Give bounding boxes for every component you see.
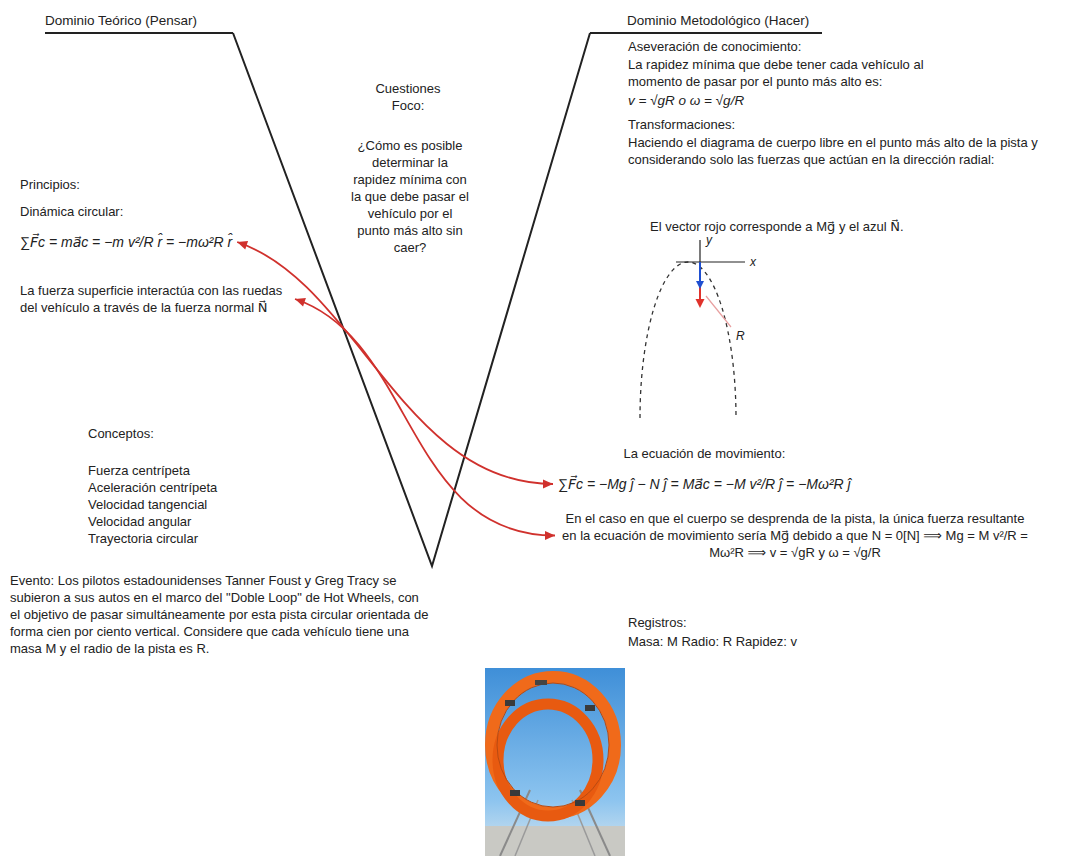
section-heading: Aseveración de conocimiento:: [628, 38, 801, 55]
curved-arrow: [295, 298, 555, 540]
concept-item: Fuerza centrípeta: [88, 462, 190, 479]
vector-note: El vector rojo corresponde a Mg⃗ y el az…: [650, 218, 904, 235]
principle-block: La fuerza superficie interactúa con las …: [20, 282, 290, 316]
arrowhead: [545, 531, 555, 540]
block-text: ∑F⃗c = −Mg ĵ − N ĵ = Ma⃗c = −M v²/R ĵ = …: [558, 474, 851, 494]
focus-question: ¿Cómo es posible determinar la rapidez m…: [350, 137, 470, 256]
method-block: La ecuación de movimiento: ∑F⃗c = −Mg ĵ −…: [558, 445, 851, 494]
curved-arrow: [237, 241, 553, 489]
claim-formula: v = √gR o ω = √g/R: [628, 92, 744, 109]
arrow-line: [295, 299, 555, 536]
block-heading: La ecuación de movimiento:: [558, 445, 851, 462]
section-heading: Principios:: [20, 176, 80, 193]
track-arc: [640, 262, 736, 418]
axis-label: x: [750, 254, 756, 271]
weight-arrowhead: [696, 299, 705, 308]
concept-item: Trayectoria circular: [88, 530, 198, 547]
heading-rule: [45, 32, 233, 34]
radius-line: [706, 296, 731, 327]
claim-text: La rapidez mínima que debe tener cada ve…: [628, 56, 928, 90]
method-block: En el caso en que el cuerpo se desprenda…: [560, 510, 1030, 561]
y-axis: [699, 240, 700, 262]
section-heading: Conceptos:: [88, 425, 154, 442]
normal-vector: [699, 262, 701, 282]
concept-item: Velocidad tangencial: [88, 496, 207, 513]
loop-photo: [485, 668, 625, 856]
arrow-line: [237, 242, 553, 484]
arrowhead: [543, 480, 553, 489]
section-heading: Transformaciones:: [628, 116, 735, 133]
section-heading: Registros:: [628, 614, 687, 631]
records-text: Masa: M Radio: R Rapidez: v: [628, 633, 797, 650]
radius-label: R: [736, 328, 745, 345]
focus-heading: Cuestiones Foco:: [368, 80, 448, 114]
x-axis: [676, 261, 745, 262]
normal-arrowhead: [696, 281, 704, 289]
principle-block: Dinámica circular: ∑F⃗c = ma⃗c = −m v²/R …: [20, 203, 232, 252]
arrowhead: [237, 241, 248, 250]
block-text: En el caso en que el cuerpo se desprenda…: [560, 510, 1030, 561]
domain-heading: Dominio Metodológico (Hacer): [627, 12, 809, 29]
event-text: Evento: Los pilotos estadounidenses Tann…: [10, 572, 430, 657]
v-shape: [233, 33, 590, 566]
block-heading: Dinámica circular:: [20, 203, 232, 220]
block-text: La fuerza superficie interactúa con las …: [20, 282, 290, 316]
concept-item: Velocidad angular: [88, 513, 191, 530]
domain-heading: Dominio Teórico (Pensar): [45, 12, 197, 29]
block-text: ∑F⃗c = ma⃗c = −m v²/R r̂ = −mω²R r̂: [20, 232, 232, 252]
concept-item: Aceleración centrípeta: [88, 479, 217, 496]
heading-rule: [590, 32, 822, 34]
axis-label: y: [706, 232, 712, 249]
arrowhead: [295, 298, 306, 307]
transformation-text: Haciendo el diagrama de cuerpo libre en …: [628, 134, 1043, 168]
